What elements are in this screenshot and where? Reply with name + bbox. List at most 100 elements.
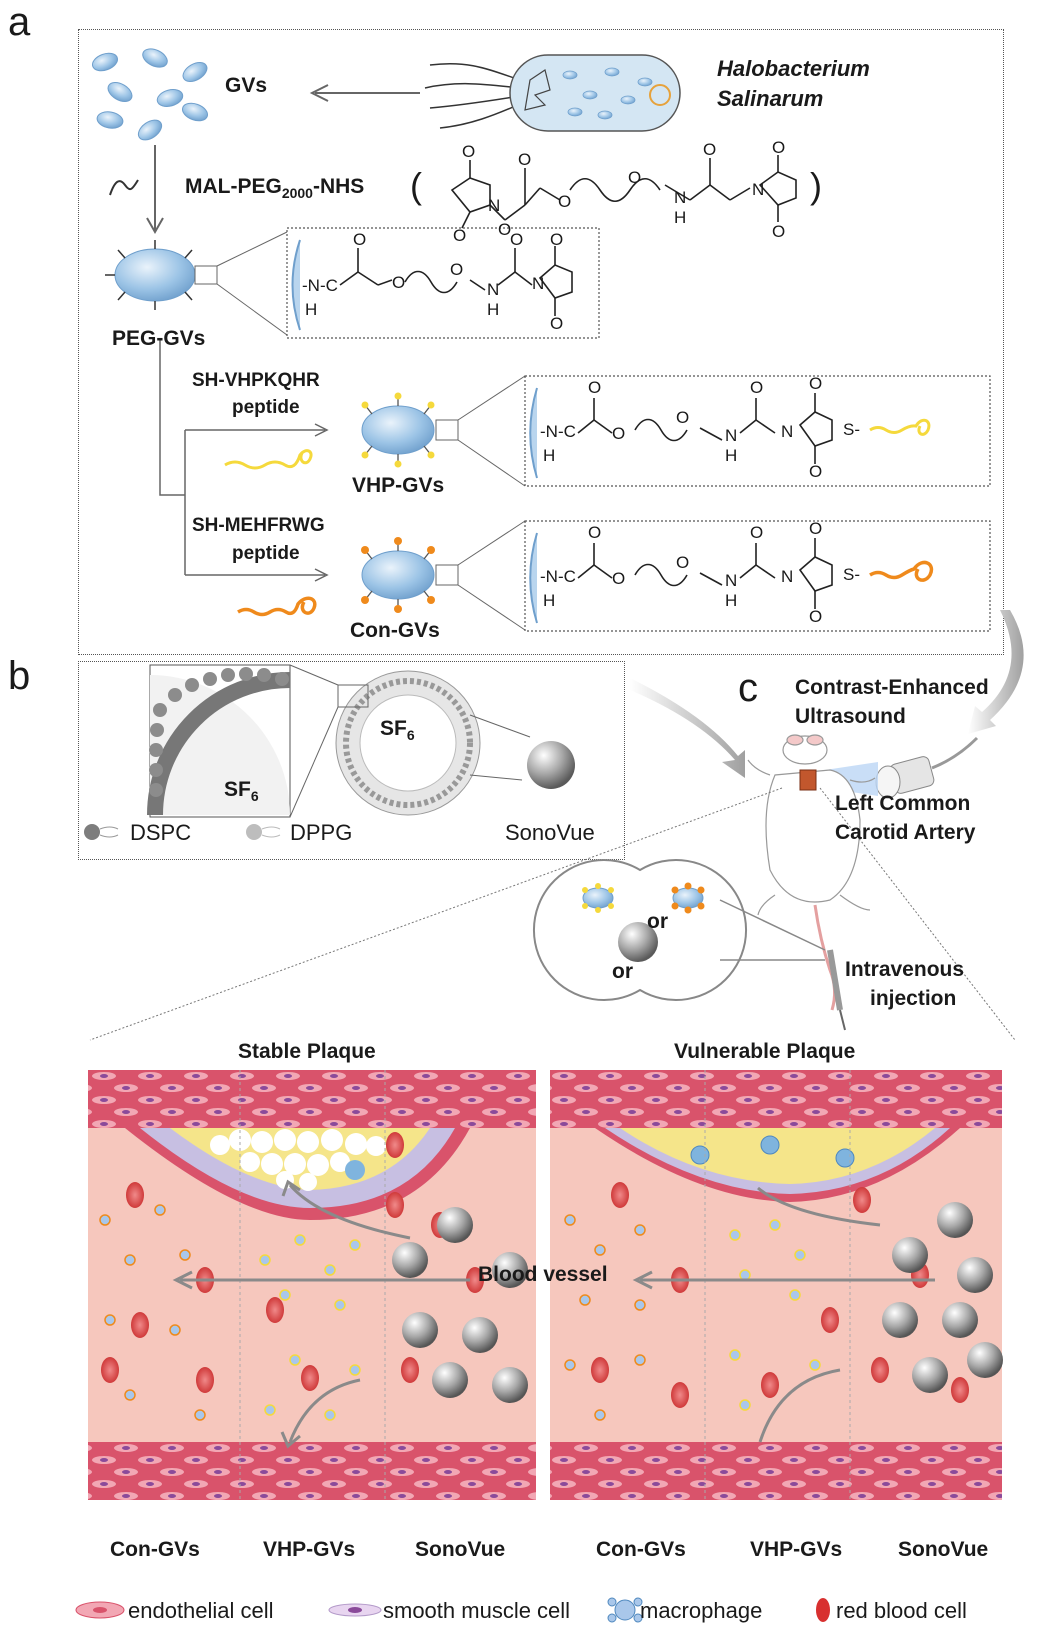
sonovue-bubble (527, 741, 575, 789)
red-blood-cell-icon (816, 1598, 830, 1622)
chem-s-vhp: S- (843, 420, 861, 439)
sonovue-label: SonoVue (505, 820, 595, 845)
chem-o-8: O (772, 138, 786, 157)
chem-s-con: S- (843, 565, 861, 584)
chem-n-1: N (488, 196, 501, 215)
legend-smooth-muscle: smooth muscle cell (383, 1598, 571, 1623)
paren-open: ( (410, 165, 422, 206)
panel-b-graphics (84, 664, 575, 840)
chem-o-peg-6: O (550, 314, 564, 333)
con-gv-particle (361, 537, 435, 613)
peg-gv-particle (105, 240, 196, 310)
vulnerable-col-sonovue: SonoVue (898, 1538, 989, 1561)
chem-o-3: O (498, 220, 512, 239)
vhp-peptide-line2: peptide (232, 397, 300, 418)
chem-o-con-3: O (676, 553, 690, 572)
artery-line2: Carotid Artery (835, 821, 976, 844)
or-label-1: or (647, 910, 668, 933)
chem-o-6: O (628, 168, 642, 187)
linker-label: MAL-PEG2000-NHS (185, 175, 365, 202)
chem-o-peg-5: O (550, 230, 564, 249)
artery-line1: Left Common (835, 792, 971, 815)
chem-o-con-5: O (809, 519, 823, 538)
chem-o-peg-1: O (353, 230, 367, 249)
legend-graphics (75, 1597, 830, 1623)
vhp-gv-particle (361, 392, 435, 468)
chem-n-vhp-2: N (781, 422, 794, 441)
sf6-inner-label: SF6 (224, 778, 259, 805)
vulnerable-col-con: Con-GVs (596, 1538, 686, 1561)
chem-h-con-2: H (725, 591, 738, 610)
vulnerable-col-vhp: VHP-GVs (750, 1538, 843, 1561)
chem-h-con-1: H (543, 591, 556, 610)
panel-label-b: b (8, 654, 31, 698)
chem-nc-con: -N-C (540, 567, 576, 586)
chem-o-vhp-5: O (809, 374, 823, 393)
chem-n-con-2: N (781, 567, 794, 586)
con-peptide-line2: peptide (232, 543, 300, 564)
or-label-2: or (612, 960, 633, 983)
chem-o-2: O (453, 226, 467, 245)
panel-a-frame (78, 29, 1004, 655)
blood-vessel-label: Blood vessel (478, 1263, 608, 1286)
con-gvs-label: Con-GVs (350, 619, 440, 642)
mouse-icon (747, 734, 876, 1011)
vulnerable-vessel (550, 1070, 1002, 1500)
chem-o-vhp-4: O (750, 378, 764, 397)
gvs-label: GVs (225, 74, 268, 97)
legend-endothelial: endothelial cell (128, 1598, 274, 1623)
mal-peg-nhs-structure (450, 155, 797, 229)
stable-col-sonovue: SonoVue (415, 1538, 506, 1561)
chem-o-con-1: O (588, 523, 602, 542)
chem-o-peg-3: O (450, 260, 464, 279)
injection-line1: Intravenous (845, 958, 965, 981)
chem-n-con-1: N (725, 571, 738, 590)
source-organism-line1: Halobacterium (717, 56, 870, 81)
chem-o-vhp-3: O (676, 408, 690, 427)
vhp-gvs-label: VHP-GVs (352, 474, 445, 497)
chem-n-peg-1: N (487, 280, 500, 299)
stable-vessel (88, 1070, 536, 1500)
chem-o-con-4: O (750, 523, 764, 542)
vhp-peptide-icon (224, 449, 313, 470)
sf6-outer-label: SF6 (380, 717, 415, 744)
chem-n-peg-2: N (532, 274, 545, 293)
chem-o-5: O (558, 192, 572, 211)
macrophage-icon (607, 1597, 643, 1623)
dppg-label: DPPG (290, 820, 353, 845)
con-peptide-line1: SH-MEHFRWG (192, 515, 325, 536)
artery-marker (799, 769, 817, 791)
vulnerable-plaque-title: Vulnerable Plaque (674, 1040, 856, 1063)
legend-red-blood-cell: red blood cell (836, 1598, 967, 1623)
chem-o-vhp-6: O (809, 462, 823, 481)
panel-c-graphics (89, 610, 1024, 1041)
stable-col-con: Con-GVs (110, 1538, 200, 1561)
panel-label-c: c (738, 666, 758, 710)
chem-n-3: N (752, 180, 765, 199)
chem-o-con-2: O (612, 569, 626, 588)
vessel-graphics (88, 1070, 1003, 1500)
syringe-icon (827, 949, 846, 1031)
flagella (424, 62, 521, 129)
chem-nc-vhp: -N-C (540, 422, 576, 441)
chem-o-9: O (772, 222, 786, 241)
chem-h-vhp-1: H (543, 446, 556, 465)
chem-n-2: N (674, 188, 687, 207)
chem-o-con-6: O (809, 607, 823, 626)
panel-b-frame (78, 661, 625, 860)
chem-o-7: O (703, 140, 717, 159)
chem-o-vhp-2: O (612, 424, 626, 443)
chem-nc-peg: -N-C (302, 276, 338, 295)
paren-close: ) (810, 165, 822, 206)
chem-o-1: O (462, 142, 476, 161)
con-peptide-icon (237, 596, 317, 617)
panel-label-a: a (8, 0, 31, 44)
chem-o-peg-2: O (392, 273, 406, 292)
chem-o-4: O (518, 150, 532, 169)
gv-cluster (91, 48, 209, 141)
peg-gvs-label: PEG-GVs (112, 327, 206, 350)
stable-plaque-title: Stable Plaque (238, 1040, 376, 1063)
ceus-line2: Ultrasound (795, 705, 906, 728)
chem-h-vhp-2: H (725, 446, 738, 465)
chem-o-peg-4: O (510, 230, 524, 249)
